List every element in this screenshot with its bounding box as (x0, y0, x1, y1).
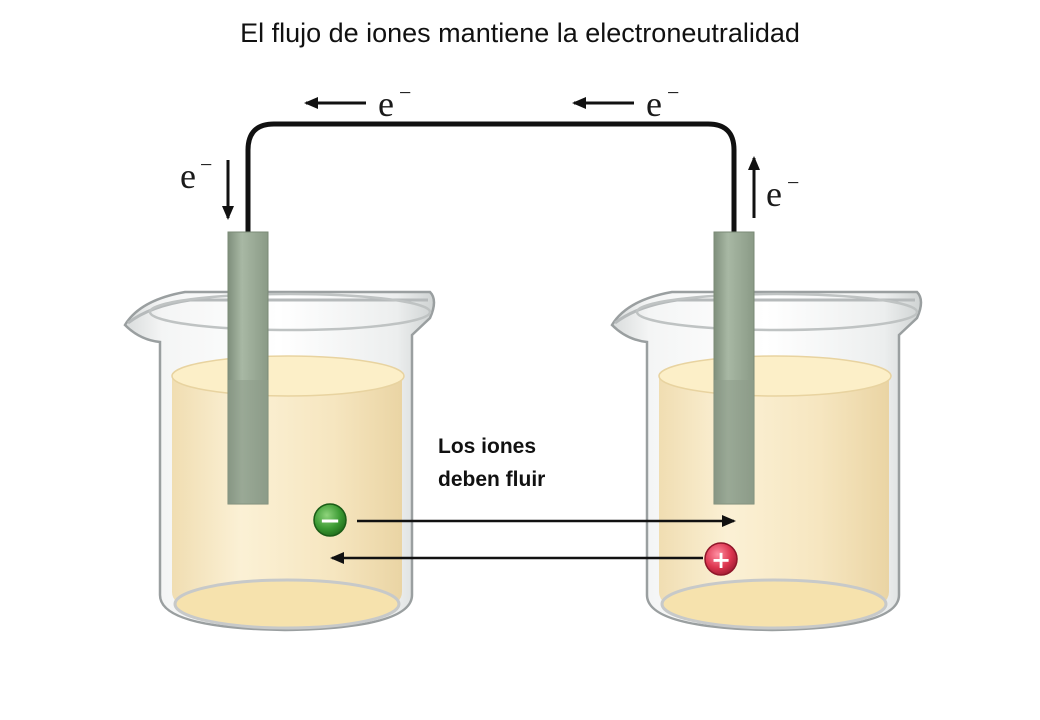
cation-icon: + (704, 542, 738, 576)
electron-label: e (646, 84, 662, 124)
left-solution-surface (171, 355, 405, 397)
anion-sign: − (319, 506, 341, 536)
electron-charge: − (667, 80, 679, 105)
right-beaker-bottom (660, 578, 888, 630)
left-beaker-bottom (173, 578, 401, 630)
electron-charge: − (200, 152, 212, 177)
ion-note-line-2: deben fluir (438, 468, 545, 491)
cation-sign: + (711, 546, 731, 574)
electron-label: e (378, 84, 394, 124)
electron-charge: − (787, 170, 799, 195)
electron-flow-right-up: e − (748, 156, 799, 218)
right-electrode-immersed (714, 380, 754, 504)
left-beaker (123, 290, 436, 632)
right-beaker-mouth (635, 292, 919, 332)
right-solution-surface (658, 355, 892, 397)
electron-flow-top-right: e − (572, 80, 679, 124)
electron-flow-top-left: e − (304, 80, 411, 124)
anion-icon: − (313, 503, 347, 537)
left-beaker-mouth (148, 292, 432, 332)
left-electrode-immersed (228, 380, 268, 504)
electron-label: e (180, 156, 196, 196)
electron-flow-left-down: e − (180, 152, 234, 220)
external-wire (245, 121, 737, 232)
electron-charge: − (399, 80, 411, 105)
ion-note-line-1: Los iones (438, 435, 536, 458)
electron-label: e (766, 174, 782, 214)
page-title: El flujo de iones mantiene la electroneu… (240, 18, 800, 48)
right-beaker (610, 290, 923, 632)
